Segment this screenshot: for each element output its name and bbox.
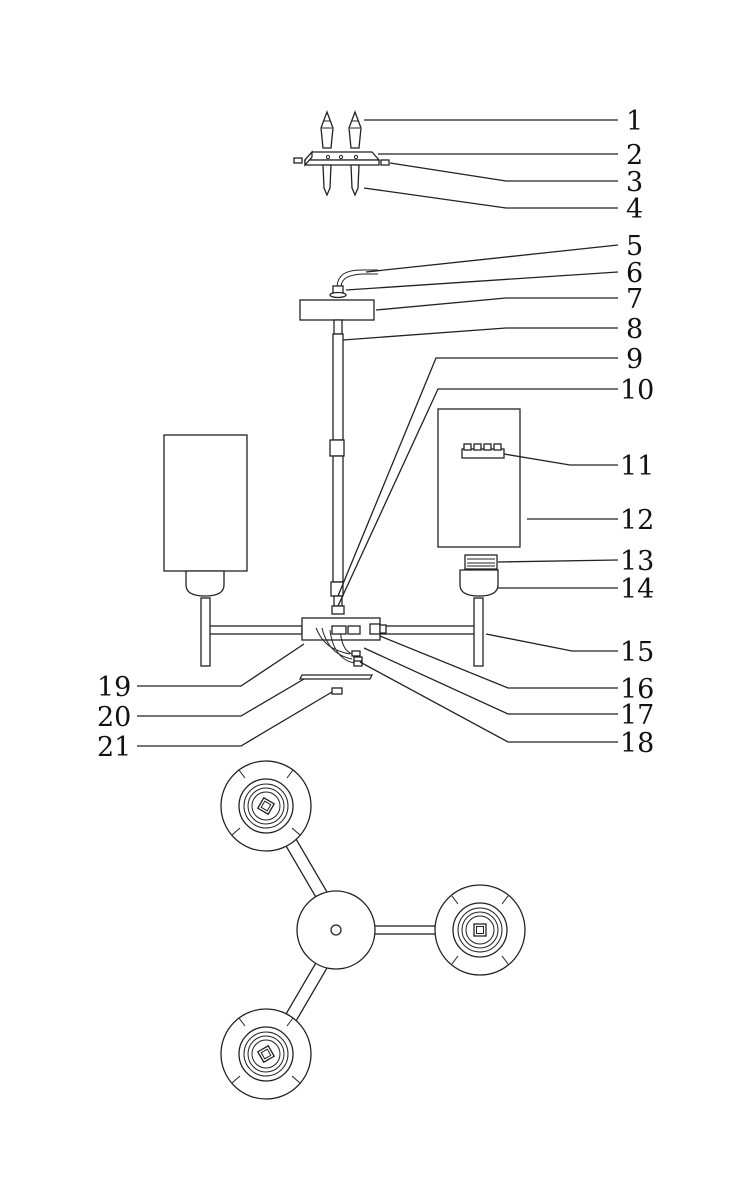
label-4: 4 (626, 194, 643, 225)
top-disc-right (434, 884, 526, 976)
label-21: 21 (97, 732, 131, 763)
label-7: 7 (626, 284, 643, 315)
label-8: 8 (626, 314, 643, 345)
left-lamp (163, 434, 248, 597)
arm-left (205, 625, 303, 635)
leader-lines (137, 119, 619, 747)
ceiling-canopy (299, 299, 375, 321)
right-lamp (437, 408, 521, 597)
mounting-hardware (293, 110, 390, 197)
label-17: 17 (620, 700, 654, 731)
wood-screw-left (322, 164, 332, 197)
right-glass-shade (437, 408, 521, 548)
rod-coupler (329, 439, 345, 457)
part-number-labels: 1 2 3 4 5 6 7 8 9 10 11 12 13 14 15 16 1… (97, 106, 654, 763)
label-6: 6 (626, 258, 643, 289)
label-16: 16 (620, 674, 654, 705)
riser-right (473, 597, 484, 667)
wall-plug-left (320, 110, 334, 149)
bottom-cover-plate (298, 674, 374, 680)
top-view (220, 760, 526, 1100)
shade-ring (464, 554, 498, 570)
finial-nut (331, 687, 343, 695)
mounting-bracket (303, 150, 381, 167)
top-hub-hole (330, 924, 342, 936)
bracket-screw-left (293, 157, 303, 164)
suspension-assembly (299, 269, 378, 615)
label-13: 13 (620, 546, 654, 577)
connector-wires (315, 625, 363, 667)
label-20: 20 (97, 702, 131, 733)
bracket-screw-right (380, 159, 390, 166)
supply-wires (336, 269, 378, 287)
top-disc-lower (220, 1008, 312, 1100)
hub-screw (369, 623, 387, 635)
right-lampholder (459, 569, 499, 597)
canopy-washer (329, 291, 347, 299)
top-disc-upper (220, 760, 312, 852)
label-15: 15 (620, 637, 654, 668)
label-2: 2 (626, 140, 643, 171)
wood-screw-right (350, 164, 360, 197)
label-5: 5 (626, 231, 643, 262)
label-10: 10 (620, 375, 654, 406)
label-18: 18 (620, 728, 654, 759)
top-coupler (333, 319, 343, 335)
label-14: 14 (620, 574, 654, 605)
label-19: 19 (97, 672, 131, 703)
label-11: 11 (620, 451, 654, 482)
label-9: 9 (626, 344, 643, 375)
label-1: 1 (626, 106, 643, 137)
riser-left (200, 597, 211, 667)
suspension-rod-upper (332, 333, 344, 441)
fixture-body (200, 597, 484, 695)
wall-plug-right (348, 110, 362, 149)
terminal-block (461, 443, 505, 459)
locking-nut (331, 605, 345, 615)
suspension-rod-lower (332, 455, 344, 583)
left-lampholder (185, 570, 225, 597)
arm-right (379, 625, 477, 635)
label-12: 12 (620, 505, 654, 536)
label-3: 3 (626, 167, 643, 198)
left-glass-shade (163, 434, 248, 572)
